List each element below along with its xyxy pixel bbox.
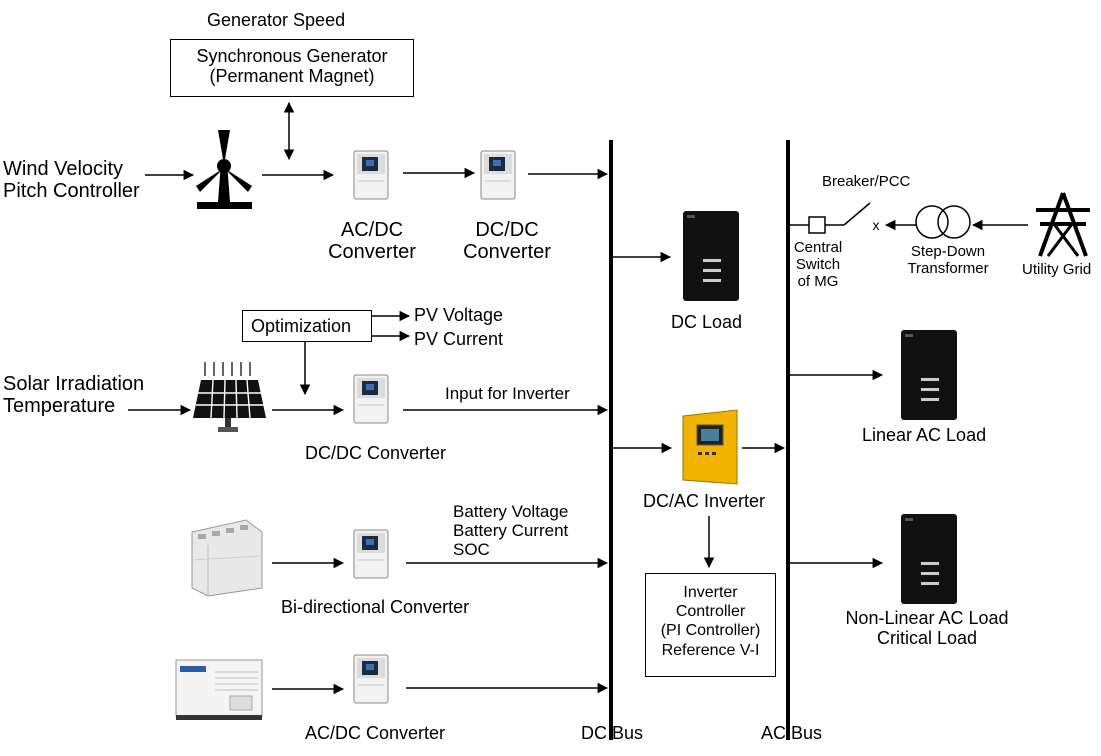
battery-signals-label: Battery Voltage Battery Current SOC (453, 502, 568, 559)
linear-ac-load-label: Linear AC Load (862, 425, 987, 445)
utility-grid-label: Utility Grid (1022, 261, 1092, 278)
wind-input-label: Wind Velocity Pitch Controller (3, 158, 140, 203)
synchronous-generator-box (170, 39, 414, 97)
switch-line3: of MG (797, 272, 839, 290)
wind-velocity-text: Wind Velocity (3, 158, 124, 180)
solar-panel-icon (193, 362, 266, 432)
ac-bus-label: AC Bus (761, 723, 823, 743)
inverter-controller-label: Inverter Controller (PI Controller) Refe… (645, 583, 776, 660)
breaker-x-mark: x (873, 217, 880, 233)
controller-line3: (PI Controller) (660, 622, 761, 640)
switch-line1: Central (793, 239, 843, 256)
nonlinear-line1: Non-Linear AC Load (845, 608, 1009, 628)
generator-line2: (Permanent Magnet) (209, 66, 375, 87)
optimization-label: Optimization (251, 316, 352, 336)
wind-dcdc-converter-label: DC/DC Converter (452, 219, 562, 264)
inverter-controller-box (645, 573, 776, 677)
pv-voltage-label: PV Voltage (414, 305, 504, 325)
central-switch-label: Central Switch of MG (783, 239, 853, 290)
input-for-inverter-label: Input for Inverter (445, 384, 570, 403)
controller-line1: Inverter (683, 584, 738, 601)
inverter-label: DC/AC Inverter (643, 491, 766, 511)
temperature-text: Temperature (3, 395, 116, 418)
solar-dcdc-converter-label: DC/DC Converter (305, 443, 447, 463)
wind-acdc-line1: AC/DC (340, 219, 404, 241)
diesel-converter-unit (353, 654, 389, 704)
transformer-label: Step-Down Transformer (888, 243, 1008, 278)
wind-acdc-converter-label: AC/DC Converter (317, 219, 427, 264)
transformer-line2: Transformer (907, 259, 989, 277)
generator-line1: Synchronous Generator (196, 46, 388, 66)
dc-load-cabinet-icon (683, 211, 739, 301)
wind-turbine-icon (196, 130, 252, 209)
diesel-acdc-converter-label: AC/DC Converter (305, 723, 446, 743)
switch-line2: Switch (795, 255, 841, 273)
battery-voltage-text: Battery Voltage (453, 502, 569, 521)
nonlinear-line2: Critical Load (876, 628, 978, 649)
pitch-controller-text: Pitch Controller (3, 180, 140, 203)
nonlinear-ac-load-label: Non-Linear AC Load Critical Load (822, 608, 1032, 648)
wind-dcdc-line1: DC/DC (475, 219, 539, 241)
soc-text: SOC (453, 540, 490, 560)
bidirectional-converter-label: Bi-directional Converter (281, 597, 470, 617)
transformer-icon (915, 205, 971, 239)
solar-input-label: Solar Irradiation Temperature (3, 373, 144, 418)
dc-load-label: DC Load (671, 312, 743, 332)
battery-current-text: Battery Current (453, 521, 569, 541)
wind-acdc-line2: Converter (328, 241, 416, 264)
synchronous-generator-label: Synchronous Generator (Permanent Magnet) (170, 46, 414, 86)
linear-load-cabinet-icon (901, 330, 957, 420)
solar-irradiation-text: Solar Irradiation (3, 373, 145, 395)
wind-dcdc-line2: Converter (463, 241, 551, 264)
generator-speed-label: Generator Speed (207, 10, 346, 30)
solar-dcdc-converter-unit (353, 374, 389, 424)
optimization-box (242, 310, 372, 342)
controller-line2: Controller (675, 603, 746, 621)
pv-current-label: PV Current (414, 329, 504, 349)
breaker-pcc-label: Breaker/PCC (822, 173, 911, 190)
central-switch-symbol (808, 216, 826, 234)
battery-bank-icon (191, 519, 263, 597)
transmission-tower-icon (1036, 192, 1090, 257)
transformer-line1: Step-Down (910, 243, 986, 260)
diesel-generator-icon (175, 659, 263, 720)
controller-line4: Reference V-I (661, 641, 760, 659)
inverter-icon (682, 409, 738, 485)
nonlinear-load-cabinet-icon (901, 514, 957, 604)
battery-converter-unit (353, 529, 389, 579)
breaker-blade-line (843, 202, 871, 226)
wind-dcdc-converter-unit (480, 150, 516, 200)
dc-bus-label: DC Bus (581, 723, 644, 743)
wind-acdc-converter-unit (353, 150, 389, 200)
